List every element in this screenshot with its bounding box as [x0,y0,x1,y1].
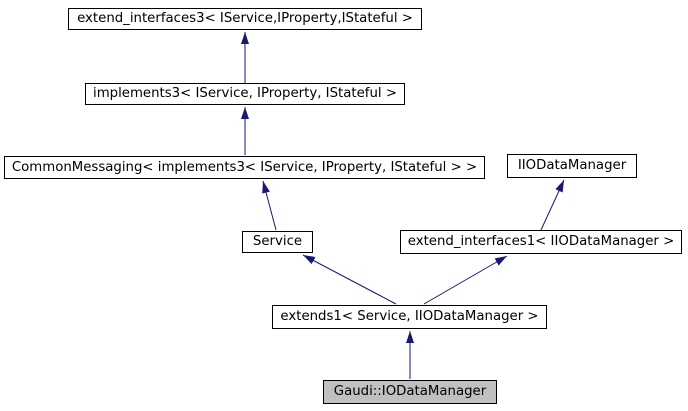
node-label: implements3< IService, IProperty, IState… [93,86,397,102]
inheritance-arrow-extends1-to-service [302,254,397,305]
inheritance-arrow-service-to-commonmessaging [262,180,277,231]
node-extend-interfaces3[interactable]: extend_interfaces3< IService,IProperty,I… [68,8,422,30]
node-gaudi-iodatamanager-current: Gaudi::IODataManager [323,380,497,404]
inheritance-arrow-extends1-to-extend_interfaces1 [423,255,508,305]
node-label: IIODataManager [517,158,627,174]
node-extend-interfaces1[interactable]: extend_interfaces1< IIODataManager > [400,230,682,254]
node-label: Gaudi::IODataManager [333,384,487,400]
node-label: Service [252,234,303,250]
node-label: extend_interfaces3< IService,IProperty,I… [77,11,413,27]
node-iiodatamanager[interactable]: IIODataManager [507,154,637,178]
node-label: extends1< Service, IIODataManager > [280,309,539,325]
node-label: extend_interfaces1< IIODataManager > [407,234,675,250]
node-commonmessaging[interactable]: CommonMessaging< implements3< IService, … [4,156,485,179]
inheritance-arrow-extend_interfaces1-to-iiodatamanager [540,179,565,231]
node-implements3[interactable]: implements3< IService, IProperty, IState… [85,83,405,105]
node-label: CommonMessaging< implements3< IService, … [11,159,478,175]
node-extends1[interactable]: extends1< Service, IIODataManager > [272,305,547,329]
node-service[interactable]: Service [242,231,313,253]
